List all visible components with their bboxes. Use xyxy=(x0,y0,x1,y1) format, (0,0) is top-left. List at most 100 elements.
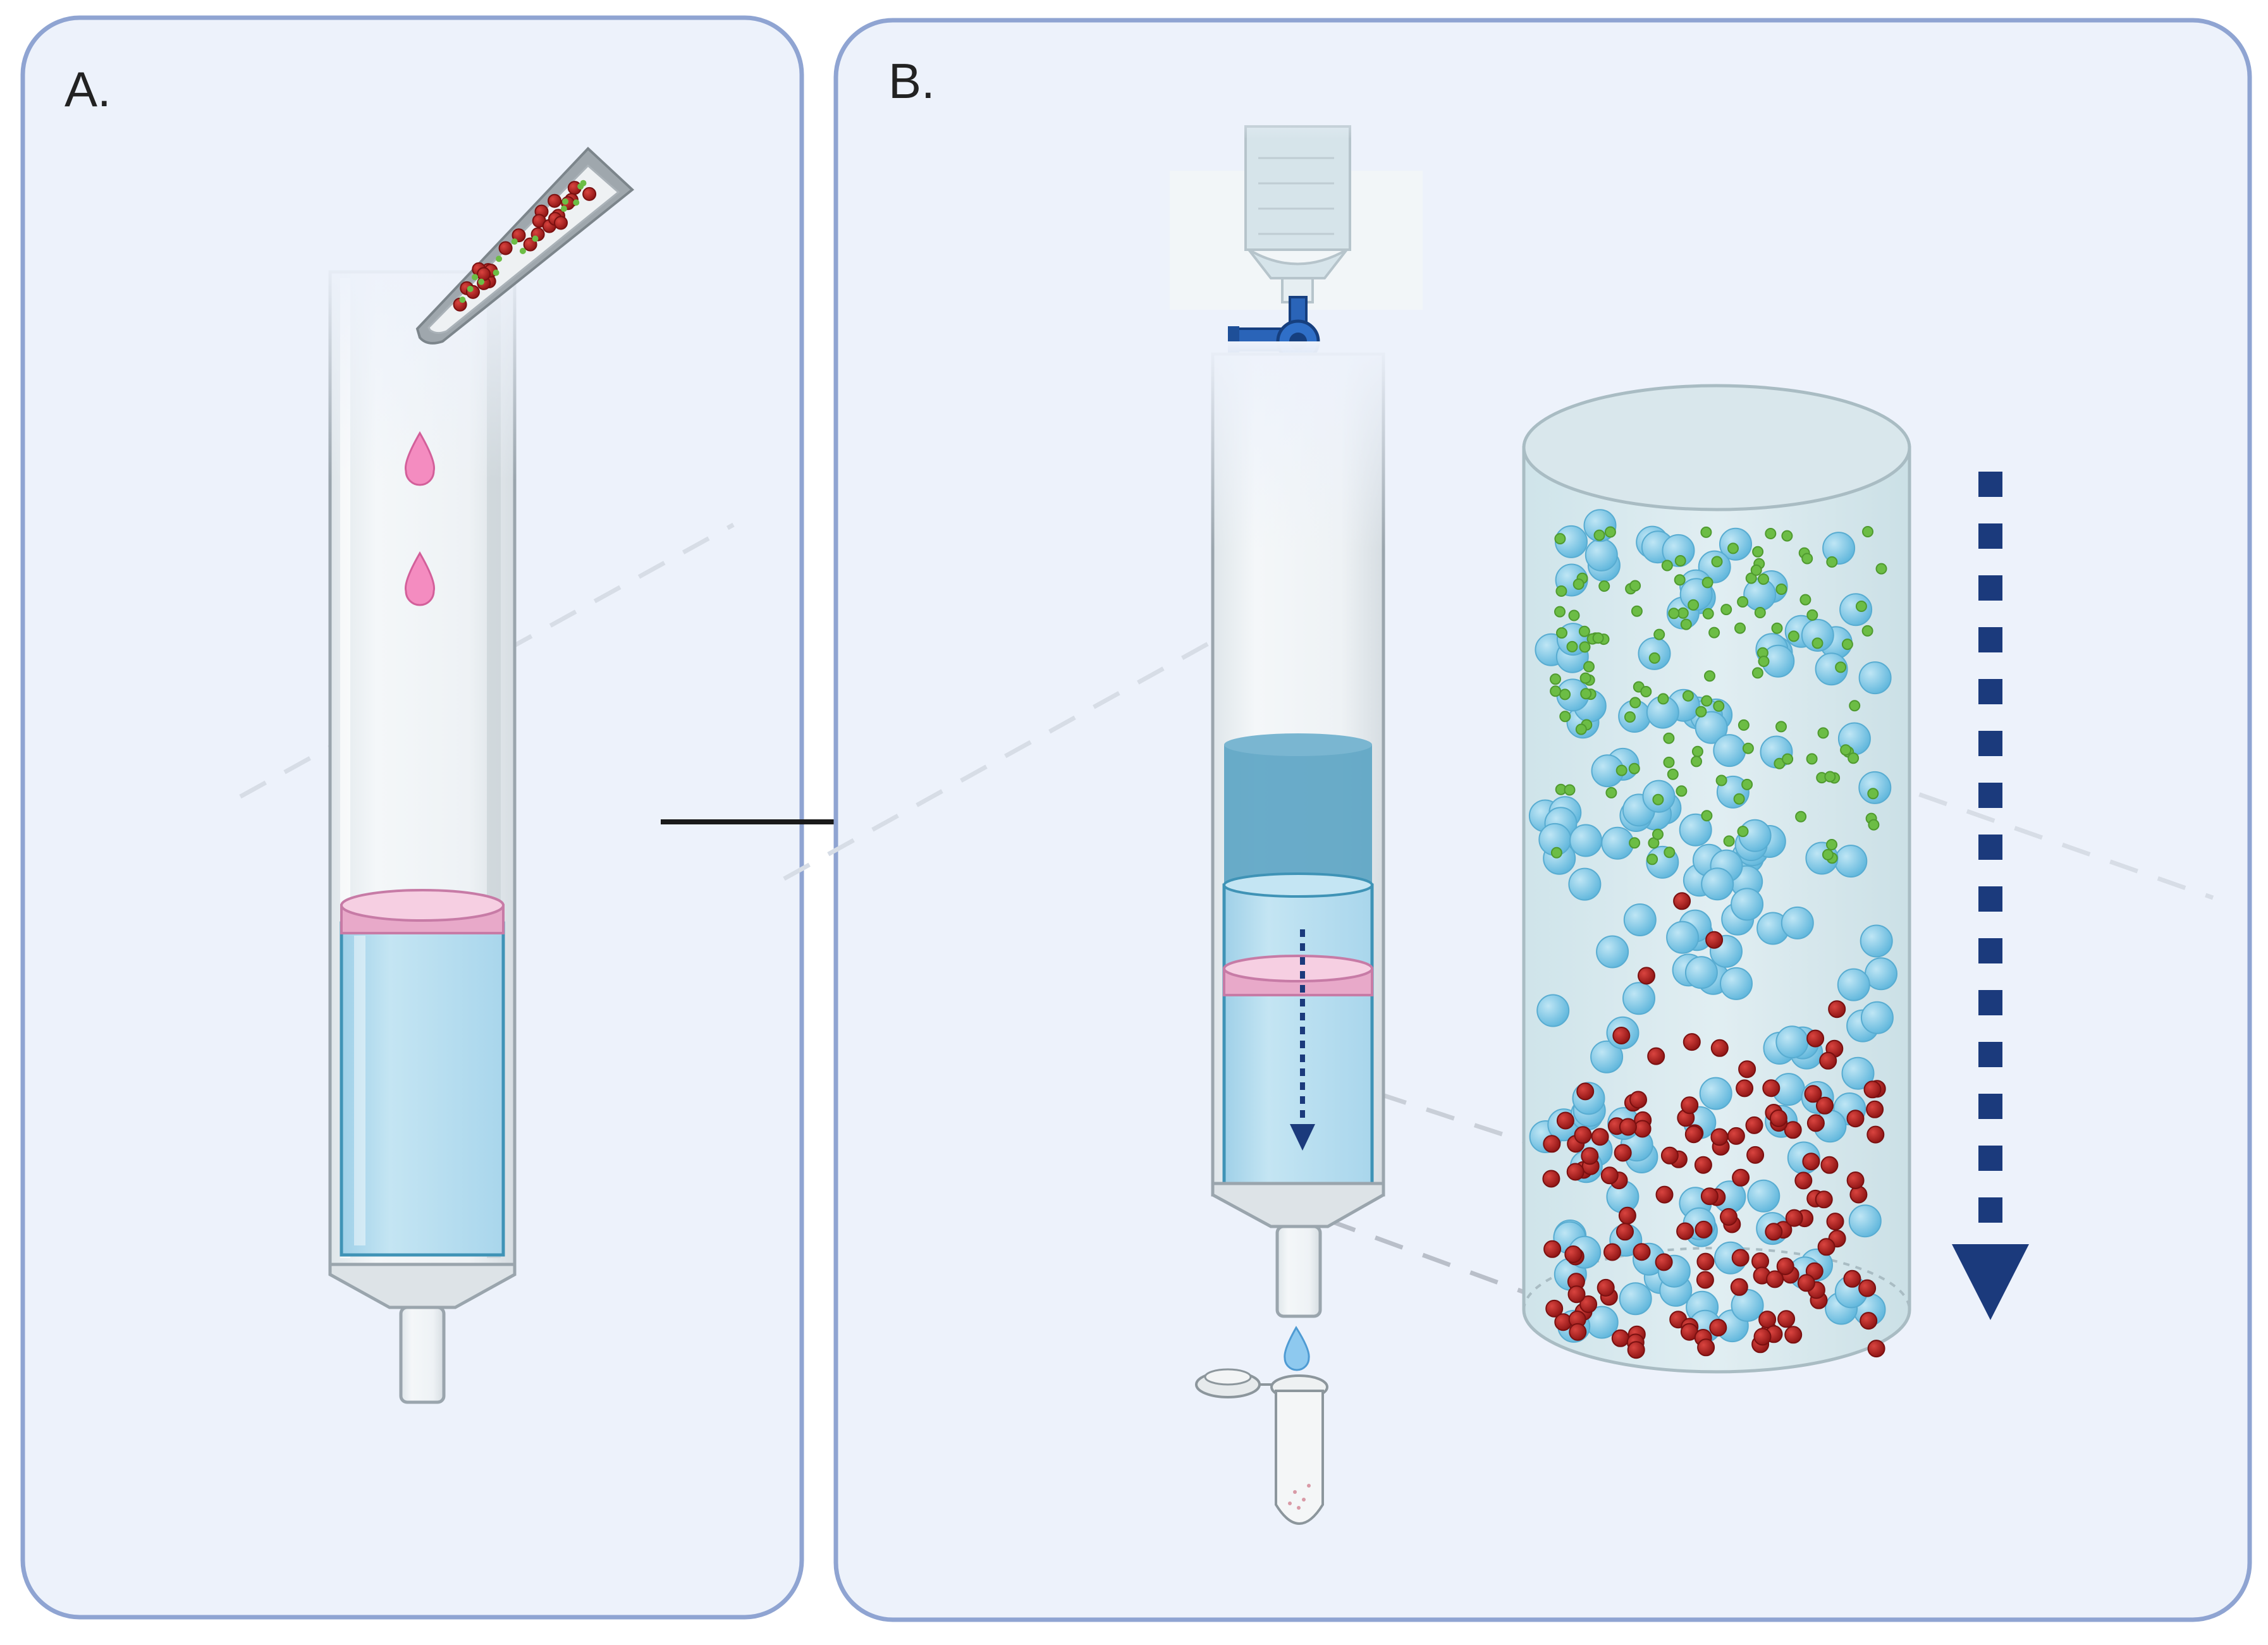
large-particle xyxy=(1576,1082,1595,1101)
small-particle xyxy=(1754,607,1766,618)
small-particle xyxy=(1604,526,1616,538)
large-particle xyxy=(1817,1238,1836,1256)
large-particle xyxy=(1731,1249,1750,1267)
guide-line xyxy=(1327,1218,1708,1362)
small-particle xyxy=(1741,778,1753,790)
large-particle xyxy=(1676,1222,1695,1240)
panel-a-label: A. xyxy=(64,61,111,117)
resin-bead xyxy=(1837,968,1870,1001)
small-particle xyxy=(1727,542,1739,554)
large-particle xyxy=(1769,1109,1787,1127)
large-particle xyxy=(1858,1279,1877,1297)
small-particle xyxy=(1640,686,1652,697)
large-particle xyxy=(1710,1128,1729,1146)
small-particle xyxy=(1867,788,1879,800)
small-particle xyxy=(467,286,474,292)
large-particle xyxy=(1655,1253,1673,1271)
resin-bead xyxy=(1743,578,1777,611)
small-particle xyxy=(1554,533,1566,545)
small-particle xyxy=(1550,847,1562,859)
small-particle xyxy=(1580,688,1592,700)
small-particle xyxy=(1688,599,1700,611)
small-particle xyxy=(1566,640,1578,652)
small-particle xyxy=(1578,625,1590,637)
large-particle xyxy=(1816,1096,1834,1115)
small-particle xyxy=(1691,755,1702,767)
large-particle xyxy=(477,267,491,281)
small-particle xyxy=(1550,673,1561,685)
small-particle xyxy=(1765,528,1777,539)
small-particle xyxy=(1555,585,1567,597)
panel-b-label: B. xyxy=(888,53,935,109)
resin-bead xyxy=(1731,888,1764,921)
large-particle xyxy=(1684,1125,1703,1144)
small-particle xyxy=(1682,690,1694,702)
small-particle xyxy=(1629,580,1641,592)
small-particle xyxy=(532,235,539,242)
small-particle xyxy=(1708,627,1720,639)
small-particle xyxy=(1787,630,1799,642)
large-particle xyxy=(1696,1252,1715,1271)
small-particle xyxy=(1564,784,1576,796)
column-icon xyxy=(322,253,525,1404)
small-particle xyxy=(1652,793,1664,805)
small-particle xyxy=(1751,667,1763,679)
large-particle xyxy=(1785,1209,1803,1227)
small-particle xyxy=(1745,572,1757,584)
large-particles xyxy=(1542,892,1886,1359)
resin-bead xyxy=(1695,711,1728,744)
large-particle xyxy=(1794,1171,1813,1190)
large-particle xyxy=(1806,1114,1825,1132)
flow-direction-arrow xyxy=(1952,472,2029,1320)
small-particle xyxy=(1811,637,1824,649)
small-particle xyxy=(1758,573,1769,585)
large-particle xyxy=(1543,1135,1561,1153)
resin-bead xyxy=(1662,534,1695,567)
large-particle xyxy=(1697,1338,1715,1357)
resin-bead xyxy=(1860,924,1893,958)
small-particle xyxy=(573,199,580,206)
small-particle xyxy=(459,297,466,303)
small-particle xyxy=(1750,564,1762,576)
large-particle xyxy=(548,193,562,208)
resin-bead xyxy=(1568,867,1602,901)
small-particle xyxy=(1775,721,1787,733)
small-particle xyxy=(1795,810,1807,822)
large-particle xyxy=(1619,1118,1637,1136)
small-particle xyxy=(1782,753,1794,765)
large-particle xyxy=(1745,1116,1763,1134)
large-particle xyxy=(1612,1027,1631,1044)
panel-a: A. xyxy=(20,15,804,1620)
large-particle xyxy=(1660,1146,1679,1165)
small-particle xyxy=(1737,826,1749,838)
small-particle xyxy=(1799,594,1811,606)
resin-bead xyxy=(1601,826,1634,860)
large-particle xyxy=(1762,1079,1781,1098)
resin-bead xyxy=(1666,920,1700,954)
large-particle xyxy=(1863,1080,1882,1099)
large-particle xyxy=(1730,1278,1748,1296)
small-particle xyxy=(1663,732,1675,744)
large-particle xyxy=(1804,1085,1822,1103)
large-particle xyxy=(1591,1128,1609,1146)
resin-bead xyxy=(1801,618,1834,652)
small-particle xyxy=(1701,810,1713,822)
small-particle xyxy=(1661,560,1673,572)
large-particle xyxy=(1867,1125,1885,1144)
reservoir-icon xyxy=(1170,95,1423,310)
small-particles xyxy=(1550,526,1887,865)
small-particle xyxy=(1668,608,1680,620)
resin-bead xyxy=(1775,1025,1809,1059)
large-particle xyxy=(1758,1311,1777,1329)
large-particle xyxy=(1727,1127,1745,1145)
small-particle xyxy=(1781,530,1793,542)
large-particle xyxy=(1720,1208,1738,1226)
resin-bead xyxy=(1590,1040,1624,1073)
large-particle xyxy=(1579,1295,1598,1313)
large-particle xyxy=(1766,1270,1784,1288)
small-particle xyxy=(1568,609,1580,621)
resin-bead xyxy=(1596,935,1629,969)
guide-line xyxy=(1870,775,2214,900)
large-particle xyxy=(1683,1033,1701,1051)
small-particle xyxy=(1806,753,1818,765)
